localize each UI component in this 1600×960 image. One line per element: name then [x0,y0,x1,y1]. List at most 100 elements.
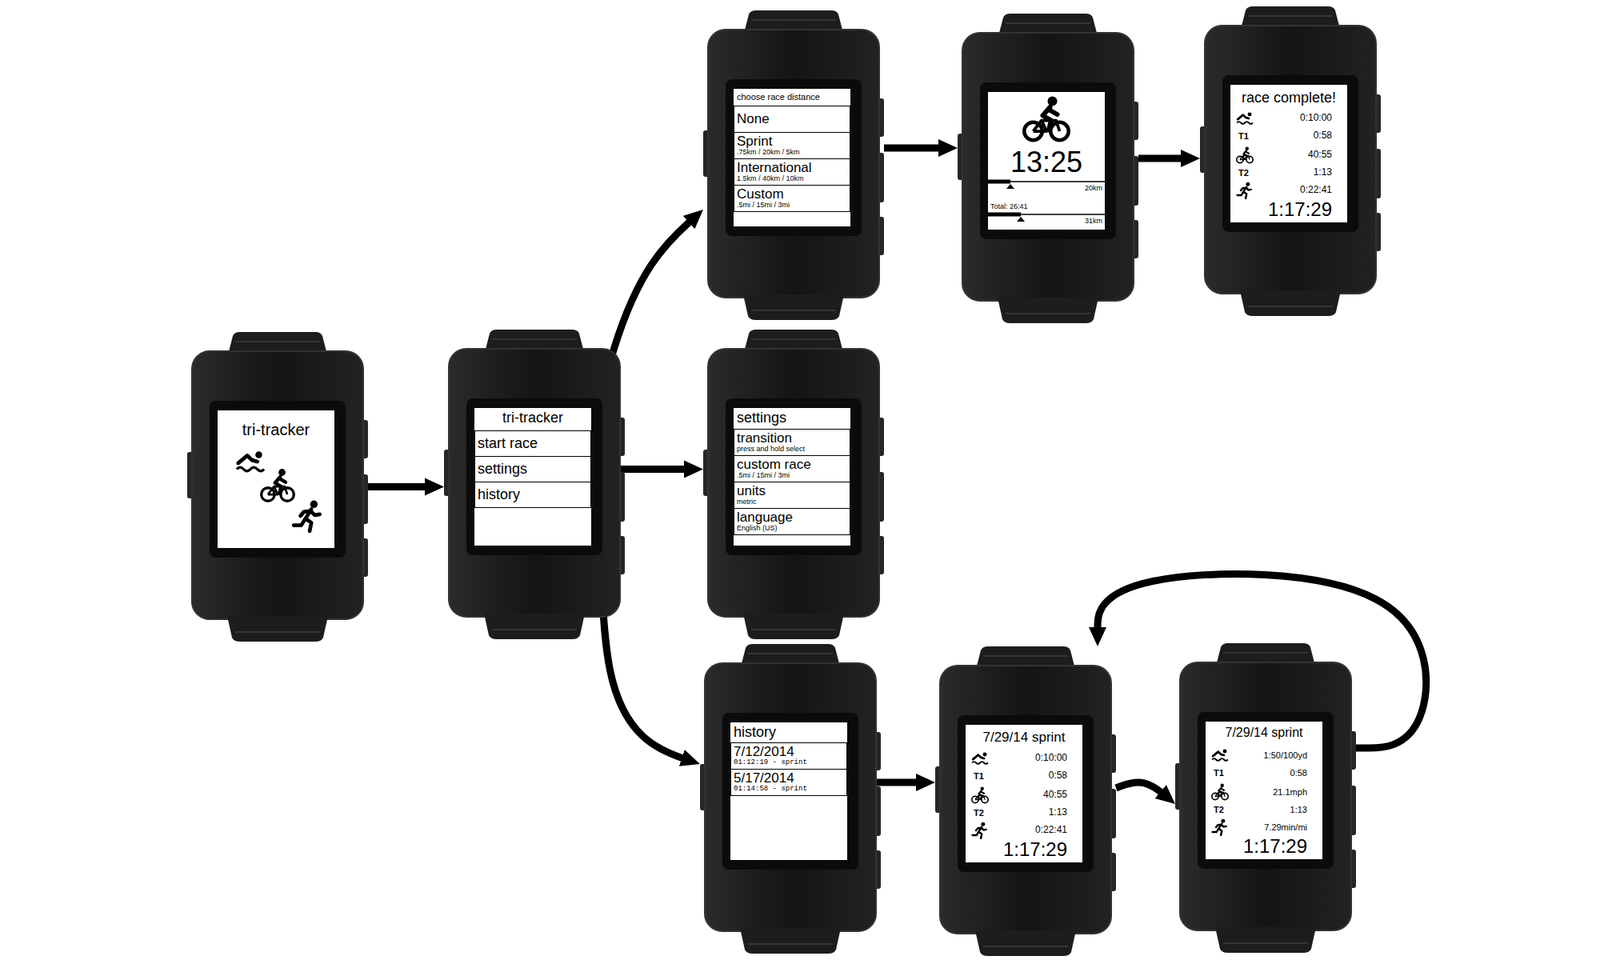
screen-text: 20km [1084,184,1103,193]
sport-icon [1212,819,1227,836]
screen-text: tri-tracker [502,410,564,427]
watch-screen: race complete! 0:10:00T1 0:58 40:55T2 1:13 0:… [1230,84,1348,223]
menu-row: None [733,105,851,133]
watch-body [700,644,881,954]
watch-body [935,646,1116,956]
watch-node: tri-tracker [187,332,368,642]
menu-sublabel: .5mi / 15mi / 3mi [736,472,848,480]
sport-icon [1212,749,1228,761]
watch-body [1200,6,1381,316]
watch-node: choose race distanceNoneSprint.75km / 20… [703,10,884,320]
sport-icon [1236,112,1253,124]
watch-screen: settingstransitionpress and hold selectc… [733,408,851,546]
screen-text: T2 [1213,804,1224,815]
screen-text: 7/29/14 sprint [982,730,1065,746]
menu-row: start race [474,430,592,457]
screen-text: T1 [1213,768,1224,778]
menu-label: units [736,484,848,500]
screen-text: 13:25 [1010,146,1083,179]
screen-text: 1:17:29 [1003,839,1068,860]
menu-row: unitsmetric [733,481,851,509]
sport-icon [236,451,264,472]
watch-body [1175,643,1356,953]
screen-text: history [733,724,776,741]
menu-label: 7/12/2014 [733,744,844,760]
screen-text: choose race distance [736,92,820,102]
screen-text: 1:17:29 [1243,836,1308,857]
menu-sublabel: metric [736,498,848,507]
menu-label: custom race [736,457,848,473]
menu-row: transitionpress and hold select [733,428,851,456]
watch-screen: tri-tracker [217,410,335,548]
watch-screen: 7/29/14 sprint0:10:00T10:5840:55T21:130:… [965,724,1083,863]
menu-row: Custom.5mi / 15mi / 3mi [733,184,851,212]
menu-sublabel: English (US) [736,524,848,533]
watch-screen: choose race distanceNoneSprint.75km / 20… [733,88,851,227]
watch-screen: history7/12/201401:12:19 - sprint5/17/20… [730,722,848,860]
flow-arrow [368,483,436,491]
menu-label: Custom [736,187,848,203]
menu-label: transition [736,431,848,447]
menu-sublabel: .75km / 20km / 5km [736,148,848,157]
menu-row: International1.5km / 40km / 10km [733,158,851,186]
menu-row: Sprint.75km / 20km / 5km [733,132,851,160]
screen-text: 0:58 [1313,130,1332,141]
screen-text: 1:13 [1290,804,1308,815]
screen-text: 21.1mph [1272,787,1308,797]
screen-text: T2 [973,808,984,818]
flow-arrow [884,144,950,152]
menu-label: language [736,510,848,526]
screen-text: race complete! [1241,90,1336,107]
sport-icon [1237,182,1252,199]
screen-text: 40:55 [1043,789,1068,800]
screen-text: T2 [1238,168,1249,178]
screen-text: 0:10:00 [1300,112,1332,124]
watch-screen: tri-tracker start race settings history [474,408,592,546]
menu-row: settings [474,456,592,483]
menu-label: 5/17/2014 [733,771,844,787]
watch-node: race complete! 0:10:00T1 0:58 40:55T2 1:13 0:… [1200,6,1381,316]
sport-icon [1212,784,1228,800]
sport-icon [1024,96,1069,141]
flow-arrow [1116,782,1169,800]
watch-screen: 7/29/14 sprint 1:50/100ydT1 0:58 21.1mphT2 1… [1205,721,1323,860]
menu-sublabel: .5mi / 15mi / 3mi [736,201,848,210]
watch-node: settingstransitionpress and hold selectc… [703,329,884,640]
watch-screen: 13:2520kmTotal: 26:41 31km [988,92,1105,230]
menu-label: history [477,487,588,504]
screen-text: 7/29/14 sprint [1225,725,1304,740]
sport-icon [261,468,295,501]
menu-label: None [736,112,848,128]
screen-text: T1 [1238,131,1249,141]
watch-node: 7/29/14 sprint0:10:00T10:5840:55T21:130:… [935,646,1116,956]
sport-icon [972,752,988,764]
menu-sublabel: 1.5km / 40km / 10km [736,175,848,184]
screen-text: 1:17:29 [1268,199,1332,220]
screen-text: 0:58 [1048,770,1068,781]
watch-node: 13:2520kmTotal: 26:41 31km [957,13,1139,324]
watch-node: tri-tracker start race settings history [444,329,625,640]
screen-text: 31km [1084,217,1103,226]
screen-text: T1 [973,771,984,781]
menu-row: history [474,481,592,508]
watch-node: history7/12/201401:12:19 - sprint5/17/20… [700,644,881,954]
menu-sublabel: 01:14:58 - sprint [733,785,844,794]
menu-sublabel: press and hold select [736,445,848,454]
sport-icon [972,822,987,839]
screen-text: 40:55 [1308,149,1332,160]
screen-text: 0:58 [1290,768,1308,778]
screen-text: 0:10:00 [1035,752,1068,764]
sport-icon [972,787,988,804]
screen-text: 0:22:41 [1300,184,1332,196]
screen-text: Total: 26:41 [990,203,1028,212]
progress-bar [988,180,1105,223]
screen-text: 1:50/100yd [1264,750,1308,760]
menu-label: International [736,160,848,176]
menu-label: settings [477,461,588,478]
menu-label: start race [477,436,588,452]
menu-row: 5/17/201401:14:58 - sprint [730,768,848,796]
menu-sublabel: 01:12:19 - sprint [733,759,844,768]
menu-row: languageEnglish (US) [733,508,851,536]
screen-text: 1:13 [1313,167,1332,178]
